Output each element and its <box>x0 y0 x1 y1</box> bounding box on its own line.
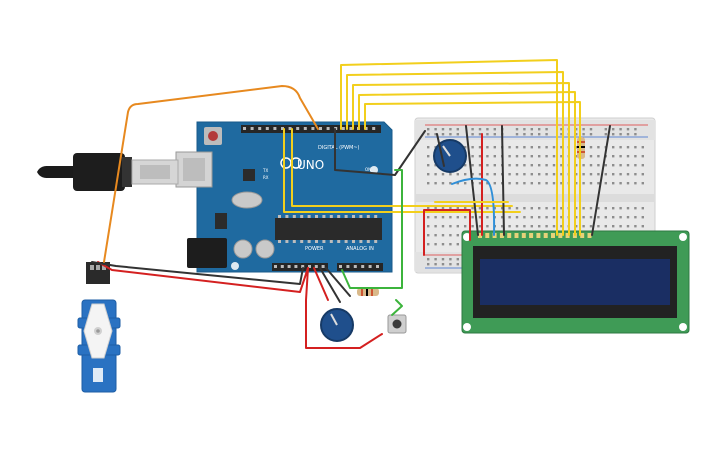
usb-cable <box>37 153 179 191</box>
servo-motor <box>77 262 121 393</box>
wire-black-pot2 <box>325 267 351 297</box>
wire-black-pot <box>319 267 341 303</box>
uno-brand-label: UNO <box>297 158 324 172</box>
wire-red-servo <box>97 261 309 293</box>
lcd-screen <box>480 259 670 305</box>
digital-header <box>241 125 381 133</box>
wire-yellow-3 <box>352 82 570 236</box>
analog-header <box>337 263 383 271</box>
wire-yellow-6 <box>283 128 521 213</box>
wire-black-gnd <box>334 128 426 176</box>
atmega-chip <box>275 218 382 240</box>
dc-power-jack <box>187 238 227 268</box>
power-header-label: POWER <box>305 246 324 252</box>
potentiometer-contrast[interactable] <box>320 308 354 342</box>
wire-green-2 <box>391 299 403 316</box>
tx-label: TX <box>262 168 268 173</box>
crystal <box>231 191 263 209</box>
wire-red-pot <box>313 267 329 301</box>
wire-yellow-1 <box>340 59 558 236</box>
pushbutton[interactable] <box>387 314 407 334</box>
potentiometer-breadboard[interactable] <box>433 139 467 173</box>
power-header <box>272 263 328 271</box>
rx-label: RX <box>263 175 269 180</box>
wire-yellow-5 <box>364 101 581 236</box>
wire-yellow-2 <box>346 71 564 236</box>
wire-red-5v <box>305 267 383 349</box>
resistor-button <box>357 288 379 296</box>
usb-b-port <box>175 151 213 188</box>
wire-black-bb-2 <box>501 125 505 236</box>
wire-orange <box>103 85 319 263</box>
wire-black-bb-3 <box>591 125 611 236</box>
wire-blue <box>451 177 496 236</box>
wire-black-servo <box>91 261 304 285</box>
analog-header-label: ANALOG IN <box>346 246 374 252</box>
arduino-uno-board: DIGITAL (PWM~) UNO TX RX ON POWER ANALOG… <box>175 121 393 273</box>
wire-black-bb-1 <box>465 125 479 236</box>
on-label: ON <box>365 167 371 172</box>
wire-yellow-4 <box>358 91 576 236</box>
wire-red-bb-1 <box>423 209 471 256</box>
wire-green-1 <box>341 169 403 289</box>
lcd-module <box>461 230 690 334</box>
wire-black-pot-bb <box>436 133 445 167</box>
wires <box>91 59 611 349</box>
digital-header-label: DIGITAL (PWM~) <box>318 145 360 151</box>
wire-yellow-7 <box>291 128 513 207</box>
